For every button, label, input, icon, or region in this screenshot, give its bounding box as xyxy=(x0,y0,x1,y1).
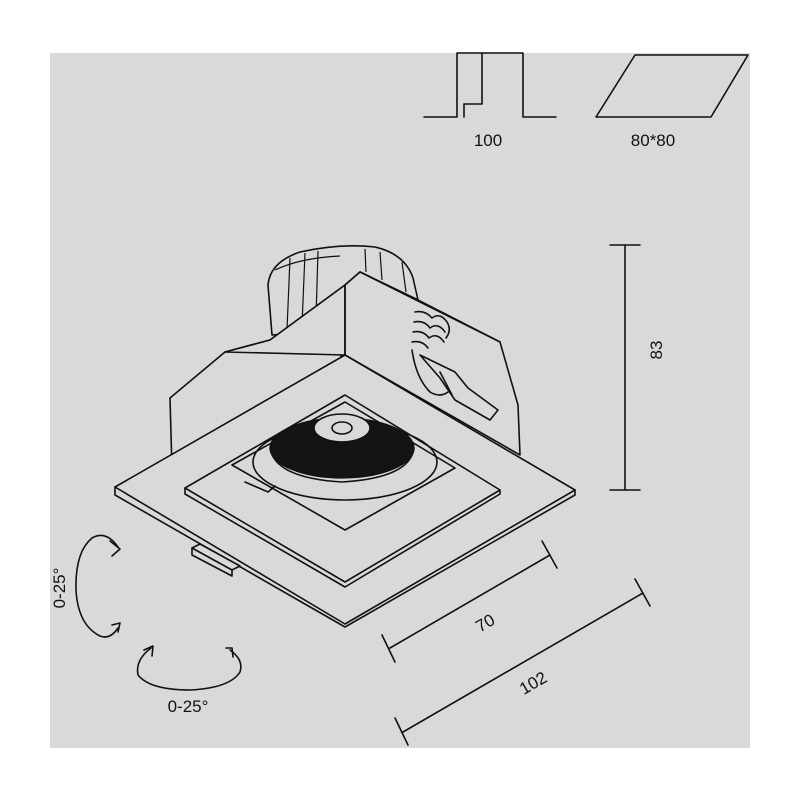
height-label: 83 xyxy=(647,341,666,360)
downlight-fixture xyxy=(114,244,576,628)
cutout-depth-label: 100 xyxy=(474,131,502,150)
inner-width-dimension xyxy=(381,540,558,663)
outer-width-dimension xyxy=(394,578,651,746)
tilt-horizontal-label: 0-25° xyxy=(168,697,209,716)
height-dimension xyxy=(609,244,641,491)
tilt-vertical-label: 0-25° xyxy=(50,568,69,609)
cutout-size-label: 80*80 xyxy=(631,131,675,150)
square-cutout-icon xyxy=(595,54,749,118)
vertical-rotation-arrow-icon xyxy=(75,534,121,638)
spring-clip xyxy=(411,310,499,421)
horizontal-rotation-arrow-icon xyxy=(136,645,242,691)
recess-depth-icon xyxy=(423,52,557,118)
lens-assembly xyxy=(244,413,438,501)
